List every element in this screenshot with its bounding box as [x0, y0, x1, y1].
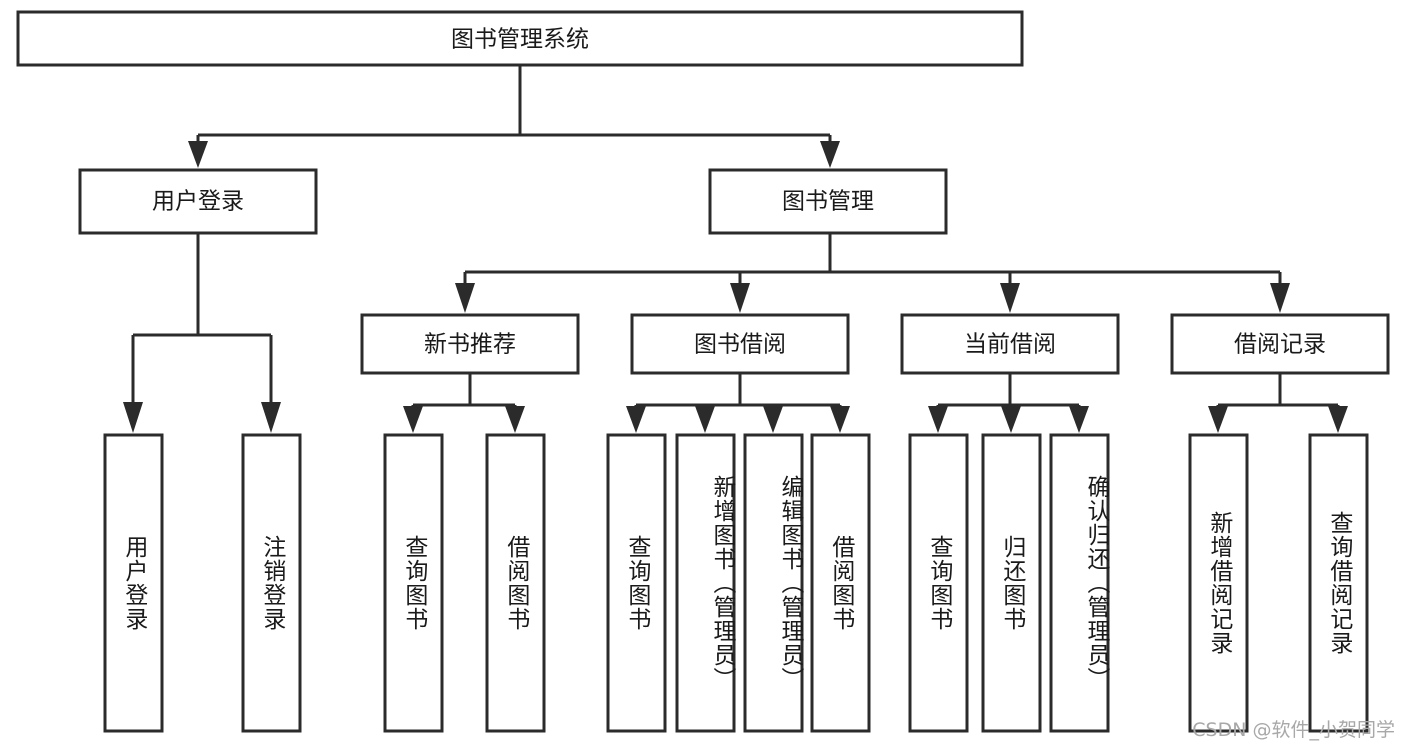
node-book-management[interactable] — [708, 168, 948, 235]
node-new-book-recommend-label: 新书推荐 — [424, 332, 516, 358]
arrowhead-leaf-borrow-book-1 — [505, 406, 525, 433]
leaf-box-edit-book[interactable] — [743, 433, 804, 733]
node-user-login-label: 用户登录 — [152, 189, 244, 215]
arrowhead-leaf-query-record — [1328, 406, 1348, 433]
leaf-box-add-borrow-record[interactable] — [1188, 433, 1249, 733]
arrowhead-user-login — [188, 141, 208, 168]
arrowhead-borrow-record — [1270, 283, 1290, 313]
arrowhead-leaf-query-book-1 — [403, 406, 423, 433]
node-book-borrow-label: 图书借阅 — [694, 332, 786, 358]
arrowhead-leaf-user-login — [123, 402, 143, 433]
csdn-watermark: CSDN @软件_小贺同学 — [1192, 719, 1395, 741]
arrowhead-leaf-logout — [261, 402, 281, 433]
leaf-box-logout[interactable] — [241, 433, 302, 733]
arrowhead-current-borrow — [1000, 283, 1020, 313]
arrowhead-leaf-add-record — [1208, 406, 1228, 433]
node-book-management-label: 图书管理 — [782, 189, 874, 215]
arrowhead-book-mgmt — [820, 141, 840, 168]
leaf-box-confirm-return[interactable] — [1049, 433, 1110, 733]
leaf-box-query-borrow-record[interactable] — [1308, 433, 1369, 733]
arrowhead-leaf-add-book — [695, 406, 715, 433]
node-borrow-record-label: 借阅记录 — [1234, 332, 1326, 358]
arrowhead-leaf-return-book — [1001, 406, 1021, 433]
node-current-borrow-label: 当前借阅 — [964, 332, 1056, 358]
node-book-borrow[interactable] — [630, 313, 850, 375]
arrowhead-new-book-rec — [455, 283, 475, 313]
node-root-label: 图书管理系统 — [451, 27, 589, 53]
leaf-box-add-book[interactable] — [675, 433, 736, 733]
leaf-box-query-book-1[interactable] — [383, 433, 444, 733]
arrowhead-leaf-query-book-2 — [626, 406, 646, 433]
leaf-box-user-login[interactable] — [103, 433, 164, 733]
leaf-box-query-book-3[interactable] — [908, 433, 969, 733]
node-root[interactable] — [16, 10, 1024, 67]
arrowhead-leaf-confirm-return — [1069, 406, 1089, 433]
node-user-login[interactable] — [78, 168, 318, 235]
boxes-layer: 图书管理系统 用户登录 图书管理 新书推荐 图书借阅 当前借阅 借阅记录 — [16, 10, 1390, 733]
arrowhead-book-borrow — [730, 283, 750, 313]
arrowhead-leaf-edit-book — [763, 406, 783, 433]
leaf-box-return-book[interactable] — [981, 433, 1042, 733]
node-new-book-recommend[interactable] — [360, 313, 580, 375]
leaf-box-borrow-book-1[interactable] — [485, 433, 546, 733]
leaf-box-query-book-2[interactable] — [606, 433, 667, 733]
leaf-box-borrow-book-2[interactable] — [810, 433, 871, 733]
arrowhead-leaf-borrow-book-2 — [830, 406, 850, 433]
node-current-borrow[interactable] — [900, 313, 1120, 375]
arrowhead-leaf-query-book-3 — [928, 406, 948, 433]
node-borrow-record[interactable] — [1170, 313, 1390, 375]
connectors-layer — [123, 65, 1348, 433]
